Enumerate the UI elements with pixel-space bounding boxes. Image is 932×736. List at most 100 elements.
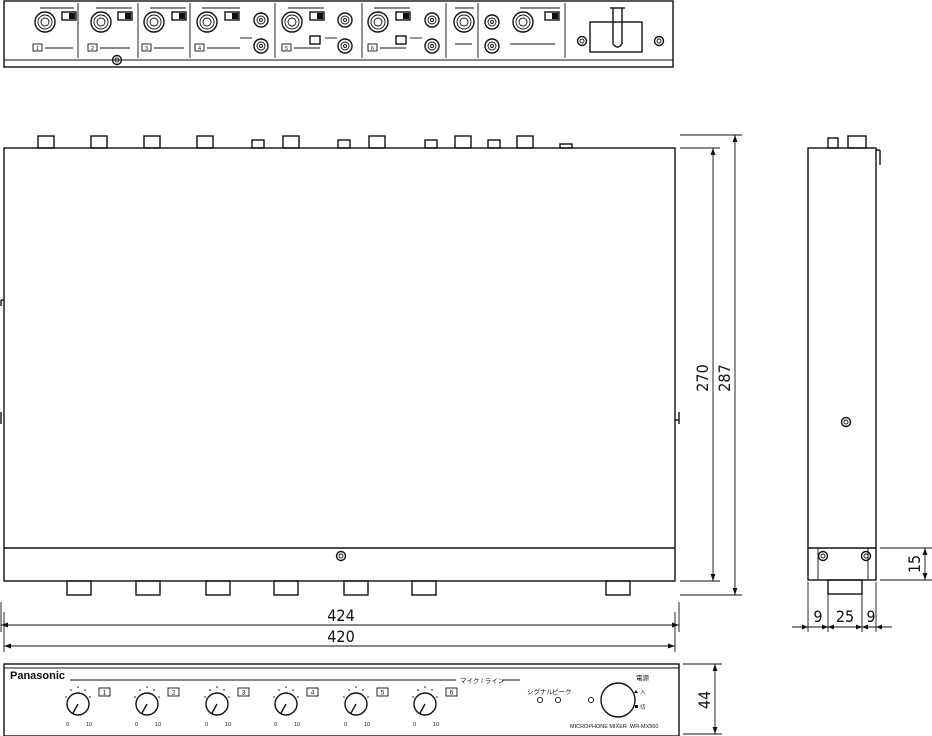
rear-fineprint-lines	[40, 7, 560, 45]
side-view	[807, 135, 881, 595]
gain-knob-6[interactable]	[413, 692, 437, 716]
dim-foot-height: 15	[905, 555, 924, 573]
rear-rca-lower	[337, 38, 353, 54]
top-view	[0, 135, 680, 596]
signal-led	[536, 696, 544, 704]
rear-input-jack-2	[90, 11, 112, 33]
knob-max-label: 10	[433, 722, 439, 728]
front-channel-6: 6 0 10	[413, 687, 458, 728]
knob-max-label: 10	[294, 722, 300, 728]
rear-channel-number: 5	[285, 46, 288, 52]
knob-min-label: 0	[66, 722, 69, 728]
side-view-foot-screw	[817, 550, 829, 562]
dim-side-margin-right: 9	[866, 607, 875, 626]
knob-min-label: 0	[344, 722, 347, 728]
knob-max-label: 10	[364, 722, 370, 728]
rear-channel-number: 3	[145, 46, 148, 52]
rear-input-jack-5	[281, 11, 303, 33]
knob-min-label: 0	[205, 722, 208, 728]
rear-input-jack-1	[34, 11, 56, 33]
front-channel-5: 5 0 10	[344, 687, 389, 728]
dim-overall-depth: 287	[715, 364, 734, 391]
rear-channel-3: 3	[141, 43, 184, 52]
rear-channel-5: 5	[281, 43, 320, 52]
rear-input-jack-4	[196, 11, 218, 33]
rear-screw	[653, 35, 665, 47]
channel-number: 5	[381, 690, 385, 697]
width-dimensions: 424 420	[0, 602, 680, 652]
rear-rca-upper	[253, 12, 269, 28]
mic-line-label: マイク / ライン	[460, 677, 504, 685]
rear-channel-6: 6	[367, 43, 406, 52]
channel-number: 1	[103, 690, 107, 697]
channel-number: 2	[172, 690, 176, 697]
rear-panel-view: 1 2 3 4 5 6	[3, 0, 674, 68]
rear-link-jack	[512, 11, 534, 33]
rear-selector-switch	[61, 11, 560, 45]
rear-rca-lower	[424, 38, 440, 54]
power-led	[587, 696, 595, 704]
peak-indicator-label: ピーク	[552, 688, 572, 696]
dim-body-depth: 270	[693, 364, 712, 391]
knob-max-label: 10	[225, 722, 231, 728]
rear-output-jack	[453, 11, 475, 33]
rear-rca-upper	[424, 12, 440, 28]
top-view-front-knobs	[66, 580, 631, 596]
rear-rca-upper	[484, 14, 500, 30]
model-name: MICROPHONE MIXER	[570, 724, 627, 730]
side-view-foot-screw	[860, 550, 872, 562]
front-channel-2: 2 0 10	[135, 687, 180, 728]
rear-input-jack-3	[143, 11, 165, 33]
channel-number: 4	[311, 690, 315, 697]
gain-knob-4[interactable]	[274, 692, 298, 716]
brand-logo: Panasonic	[10, 670, 65, 682]
rear-channel-number: 1	[36, 46, 39, 52]
knob-max-label: 10	[155, 722, 161, 728]
rear-channel-number: 2	[91, 46, 94, 52]
front-panel-view: Panasonic マイク / ライン 1 0 10 2 0 10 3 0 10	[3, 663, 680, 736]
gain-knob-5[interactable]	[344, 692, 368, 716]
power-cord	[589, 7, 643, 53]
knob-min-label: 0	[274, 722, 277, 728]
knob-max-label: 10	[86, 722, 92, 728]
dim-height: 44	[695, 691, 714, 709]
rear-channel-number: 6	[371, 46, 374, 52]
rear-channel-4: 4	[194, 43, 240, 52]
rear-screw	[576, 35, 588, 47]
knob-scale-dots	[65, 686, 438, 698]
gain-knob-1[interactable]	[66, 692, 90, 716]
top-view-rear-connectors	[37, 135, 573, 149]
rear-rca-lower	[484, 38, 500, 54]
gain-knob-2[interactable]	[135, 692, 159, 716]
gain-knob-3[interactable]	[205, 692, 229, 716]
top-view-screw	[335, 550, 347, 562]
rear-channel-1: 1	[32, 43, 73, 52]
front-channel-1: 1 0 10	[66, 687, 111, 728]
front-channel-4: 4 0 10	[274, 687, 319, 728]
dim-foot-spacing: 25	[836, 607, 854, 626]
power-label: 電源	[636, 673, 650, 682]
dim-side-margin-left: 9	[813, 607, 822, 626]
channel-number: 6	[450, 690, 454, 697]
rear-rca-upper	[337, 12, 353, 28]
rear-channel-2: 2	[87, 43, 130, 52]
height-dimension: 44	[683, 663, 722, 735]
side-view-screw	[840, 416, 852, 428]
rear-channel-number: 4	[198, 46, 201, 52]
dim-overall-width: 424	[327, 606, 354, 625]
rear-input-jack-6	[367, 11, 389, 33]
power-on-label: 入	[640, 690, 646, 696]
knob-min-label: 0	[413, 722, 416, 728]
side-dimensions: 15 9 25 9	[792, 547, 932, 632]
knob-min-label: 0	[135, 722, 138, 728]
power-switch[interactable]	[600, 682, 636, 718]
depth-dimensions: 270 287	[680, 134, 742, 596]
channel-number: 3	[242, 690, 246, 697]
signal-indicator-label: シグナル	[527, 687, 554, 696]
power-off-label: 切	[640, 704, 646, 711]
rear-rca-lower	[253, 38, 269, 54]
model-number: WR-MX560	[630, 724, 658, 730]
peak-led	[554, 696, 562, 704]
front-channel-3: 3 0 10	[205, 687, 250, 728]
